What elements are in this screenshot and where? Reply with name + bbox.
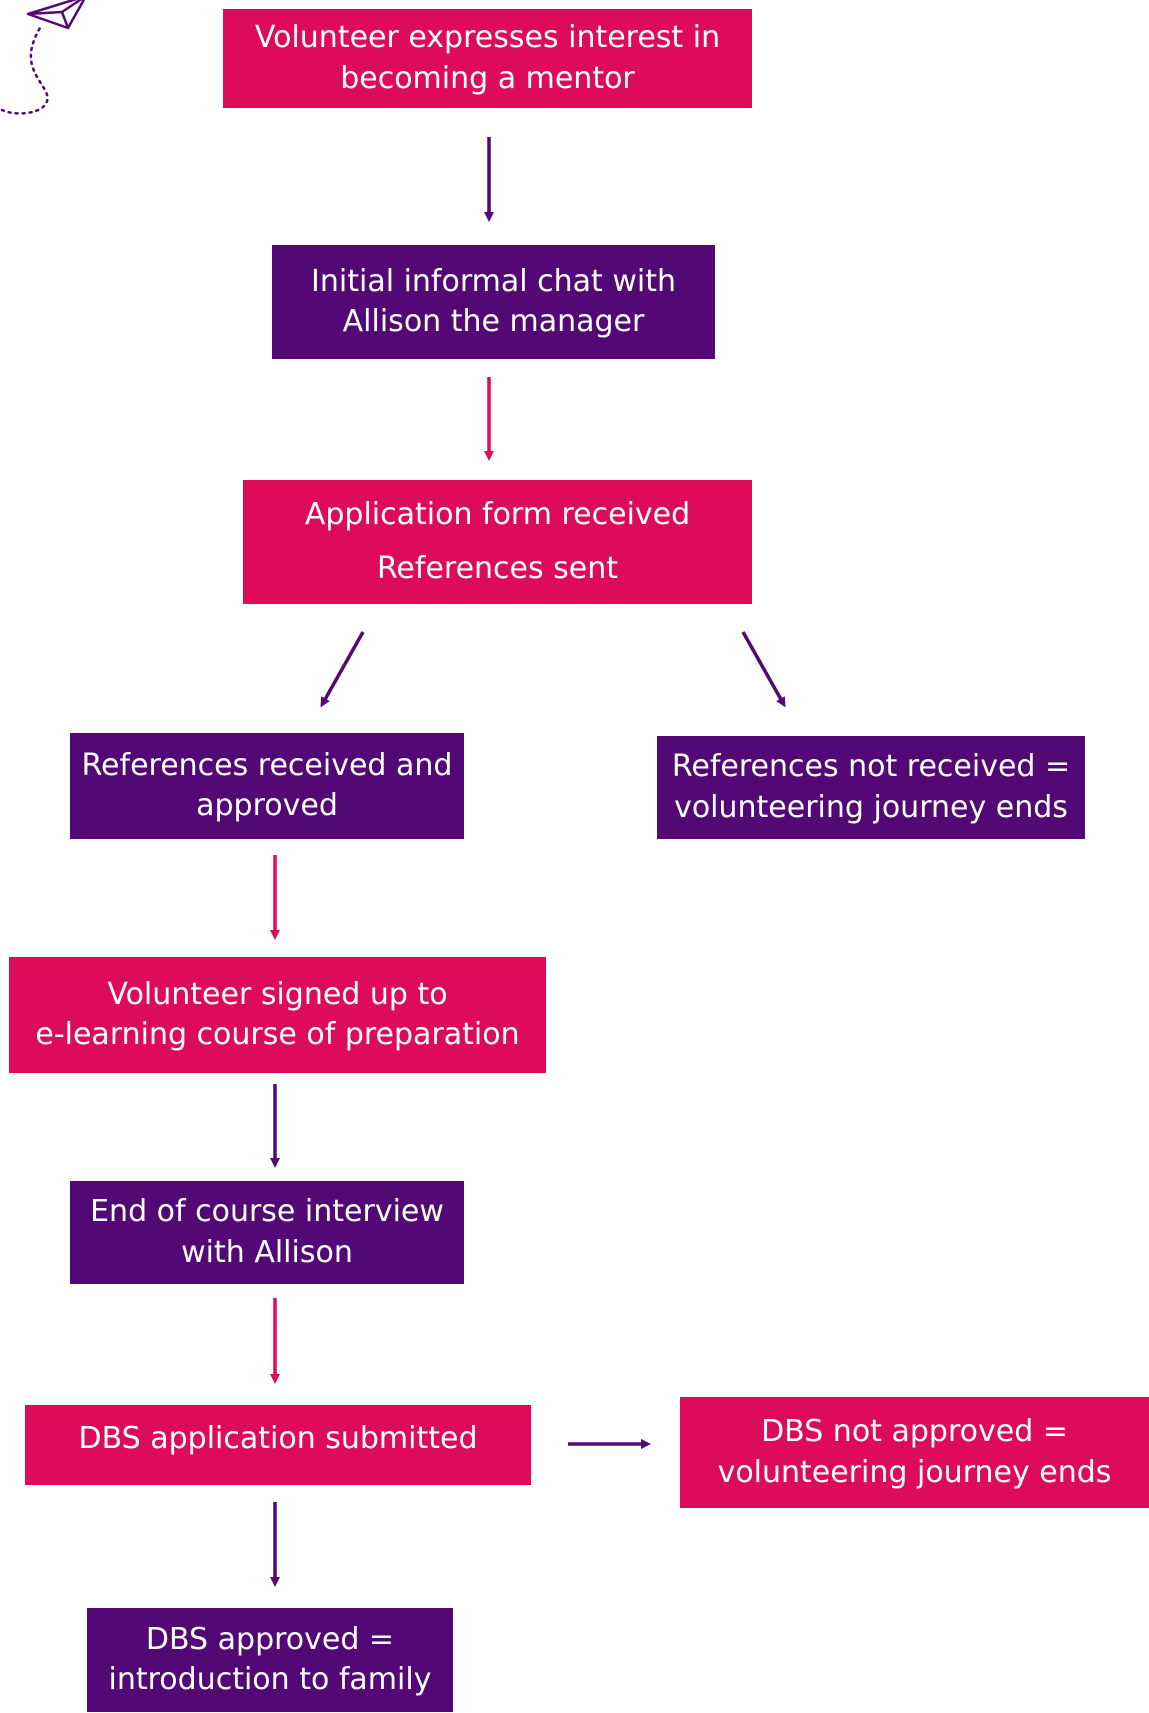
step-text-line: becoming a mentor (340, 60, 635, 96)
step-text-line: Application form received (304, 497, 691, 532)
step-expresses-interest: Volunteer expresses interest in becoming… (223, 9, 752, 108)
step-text-line: References sent (376, 551, 619, 586)
step-text-line: DBS not approved = (761, 1414, 1068, 1449)
step-text-line: with Allison (181, 1234, 353, 1270)
step-text-line: introduction to family (108, 1662, 432, 1697)
arrow-application-to-not-received (741, 631, 786, 708)
step-dbs-approved: DBS approved = introduction to family (87, 1608, 453, 1712)
step-references-not-received: References not received = volunteering j… (657, 736, 1085, 839)
step-text-line: Allison the manager (342, 304, 645, 339)
step-interview: End of course interview with Allison (70, 1181, 464, 1284)
step-dbs-not-approved: DBS not approved = volunteering journey … (680, 1397, 1149, 1508)
step-text-line: Initial informal chat with (311, 263, 676, 299)
step-elearning: Volunteer signed up to e-learning course… (9, 957, 546, 1073)
step-text-line: e-learning course of preparation (35, 1017, 520, 1052)
step-text-line: DBS application submitted (78, 1421, 478, 1456)
step-dbs-submitted: DBS application submitted (25, 1405, 531, 1485)
arrow-application-to-approved (320, 631, 365, 708)
step-text-line: References received and (81, 747, 453, 783)
step-text-line: approved (196, 788, 338, 823)
step-text-line: Volunteer expresses interest in (254, 20, 721, 55)
step-text-line: References not received = (671, 749, 1071, 784)
step-text-line: Volunteer signed up to (107, 976, 448, 1012)
step-text-line: DBS approved = (145, 1621, 395, 1657)
step-application: Application form received References sen… (243, 480, 752, 604)
step-text-line: volunteering journey ends (717, 1454, 1112, 1490)
step-references-approved: References received and approved (70, 733, 464, 839)
step-informal-chat: Initial informal chat with Allison the m… (272, 245, 715, 359)
step-text-line: volunteering journey ends (674, 789, 1068, 825)
step-text-line: End of course interview (90, 1194, 444, 1229)
paper-plane-icon (0, 0, 86, 115)
